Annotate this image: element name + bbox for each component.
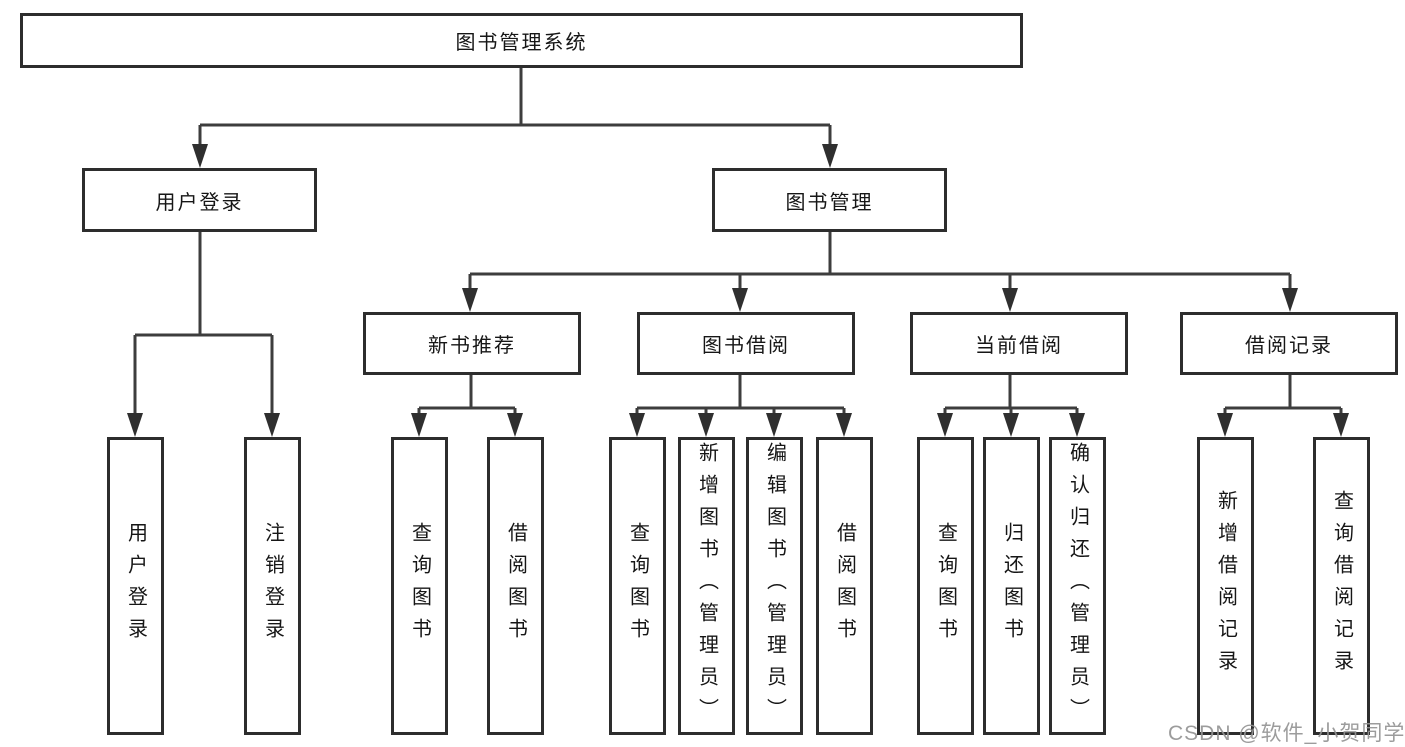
node-label: 用户登录	[155, 191, 244, 214]
leaf-add-book-admin: 新增图书（管理员）	[678, 437, 735, 735]
leaf-label: 用户登录	[124, 522, 147, 650]
leaf-confirm-return-admin: 确认归还（管理员）	[1049, 437, 1106, 735]
leaf-edit-book-admin: 编辑图书（管理员）	[746, 437, 803, 735]
leaf-logout: 注销登录	[244, 437, 301, 735]
node-borrowing-records: 借阅记录	[1180, 312, 1398, 375]
node-book-borrowing: 图书借阅	[637, 312, 855, 375]
node-label: 图书管理	[785, 191, 874, 214]
leaf-label: 新增借阅记录	[1214, 490, 1237, 682]
node-label: 图书借阅	[702, 335, 790, 357]
node-user-login: 用户登录	[82, 168, 317, 232]
node-label: 当前借阅	[975, 335, 1063, 357]
leaf-label: 确认归还（管理员）	[1066, 442, 1089, 730]
leaf-label: 编辑图书（管理员）	[763, 442, 786, 730]
leaf-label: 注销登录	[261, 522, 284, 650]
leaf-label: 借阅图书	[504, 522, 527, 650]
node-current-borrowing: 当前借阅	[910, 312, 1128, 375]
leaf-label: 新增图书（管理员）	[695, 442, 718, 730]
leaf-label: 查询图书	[934, 522, 957, 650]
leaf-user-login: 用户登录	[107, 437, 164, 735]
leaf-query-books-recommend: 查询图书	[391, 437, 448, 735]
leaf-add-borrow-record: 新增借阅记录	[1197, 437, 1254, 735]
leaf-borrow-books-borrowing: 借阅图书	[816, 437, 873, 735]
leaf-query-books-current: 查询图书	[917, 437, 974, 735]
csdn-watermark: CSDN @软件_小贺同学	[1168, 722, 1405, 745]
node-label: 新书推荐	[428, 335, 516, 357]
leaf-label: 借阅图书	[833, 522, 856, 650]
leaf-query-borrow-record: 查询借阅记录	[1313, 437, 1370, 735]
leaf-label: 查询图书	[626, 522, 649, 650]
node-new-book-recommendation: 新书推荐	[363, 312, 581, 375]
node-label: 图书管理系统	[455, 32, 588, 54]
leaf-label: 归还图书	[1000, 522, 1023, 650]
node-label: 借阅记录	[1245, 335, 1333, 357]
node-book-management: 图书管理	[712, 168, 947, 232]
leaf-return-books: 归还图书	[983, 437, 1040, 735]
leaf-label: 查询借阅记录	[1330, 490, 1353, 682]
leaf-borrow-books-recommend: 借阅图书	[487, 437, 544, 735]
leaf-query-books-borrowing: 查询图书	[609, 437, 666, 735]
node-library-management-system: 图书管理系统	[20, 13, 1023, 68]
leaf-label: 查询图书	[408, 522, 431, 650]
